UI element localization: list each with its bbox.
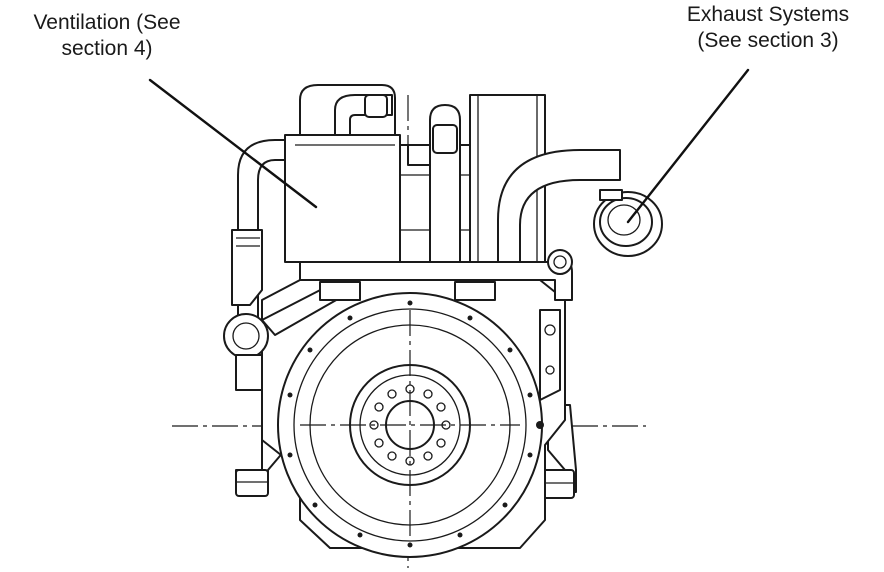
right-side-accessory [539, 309, 561, 401]
ventilation-callout-line2: section 4) [61, 37, 153, 60]
exhaust-callout-line2: (See section 3) [697, 29, 839, 52]
exhaust-leader-line [626, 68, 750, 224]
ventilation-housing [284, 84, 401, 263]
flywheel [277, 292, 543, 558]
ventilation-leader-line [148, 78, 318, 209]
flywheel-bolt-pattern [369, 384, 451, 466]
crossover-tube [299, 249, 573, 301]
ventilation-callout-line1: Ventilation (See [33, 11, 181, 34]
housing-bolt-dots [287, 300, 544, 548]
ventilation-callout-label: Ventilation (See section 4) [0, 10, 214, 62]
left-manifold-piping [223, 139, 346, 391]
center-block [399, 104, 471, 266]
exhaust-stack [469, 94, 663, 276]
exhaust-callout-line1: Exhaust Systems [686, 3, 850, 26]
exhaust-callout-label: Exhaust Systems (See section 3) [656, 2, 880, 54]
